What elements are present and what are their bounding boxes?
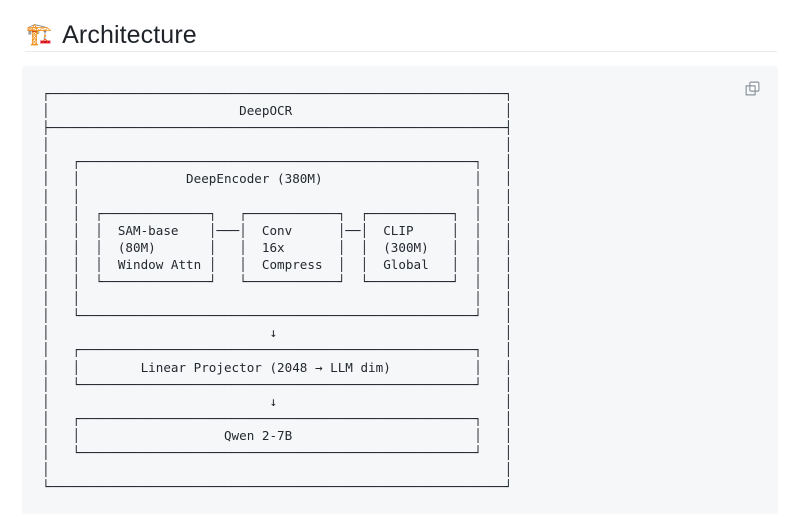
page-title-text: Architecture xyxy=(62,20,197,49)
page-title: 🏗️ Architecture xyxy=(0,0,800,52)
copy-button[interactable] xyxy=(740,76,764,100)
building-construction-icon: 🏗️ xyxy=(26,22,53,46)
copy-icon xyxy=(745,81,759,95)
code-block: ┌───────────────────────────────────────… xyxy=(22,66,778,514)
architecture-ascii-diagram: ┌───────────────────────────────────────… xyxy=(42,86,513,495)
heading-divider xyxy=(25,51,777,52)
